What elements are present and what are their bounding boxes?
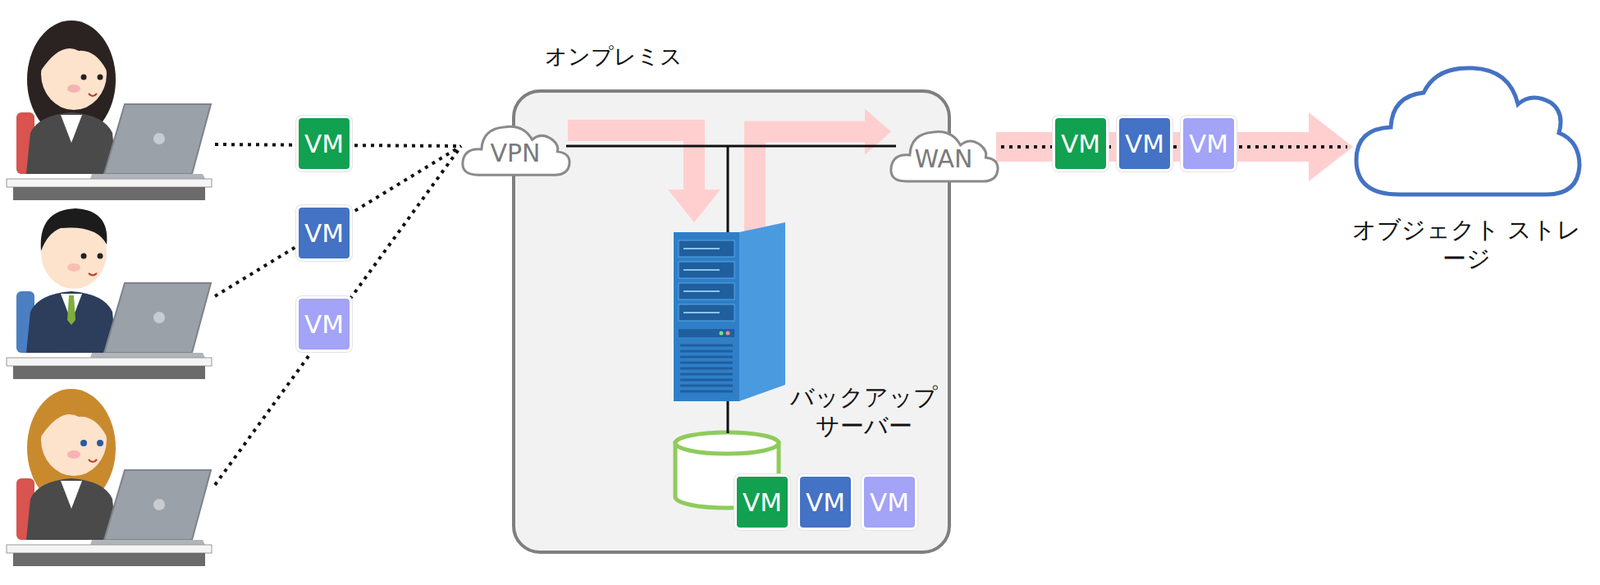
drive-bay xyxy=(678,261,735,279)
person-woman xyxy=(6,20,212,201)
vm-badge: VM xyxy=(1116,115,1173,172)
vm-label: VM xyxy=(1188,131,1229,157)
vent xyxy=(680,350,733,353)
onprem-box: オンプレミスVPNWANバックアップ サーバーVMVMVM xyxy=(512,89,951,554)
led xyxy=(726,331,731,336)
vm-label: VM xyxy=(869,489,910,516)
onprem-ground xyxy=(513,91,950,553)
arrow-band xyxy=(567,130,695,190)
vent xyxy=(680,384,733,388)
vent xyxy=(680,367,733,371)
vm-label: VM xyxy=(1060,131,1101,157)
arrow-head xyxy=(864,109,892,156)
vent xyxy=(680,373,733,376)
vm-badge: VM xyxy=(734,474,791,531)
server-icon xyxy=(673,222,786,402)
vm-badge: VM xyxy=(797,474,854,531)
vm-label: VM xyxy=(1124,131,1165,157)
vent xyxy=(680,356,733,359)
server-front xyxy=(673,232,740,402)
arrow-head xyxy=(667,189,721,223)
vm-badge: VM xyxy=(296,205,352,261)
drive-slot xyxy=(683,269,720,271)
server-label: バックアップ サーバー xyxy=(781,383,947,441)
cloud-label: VPN xyxy=(489,129,540,166)
vm-badge: VM xyxy=(1180,115,1237,172)
vm-badge: VM xyxy=(296,115,352,172)
cloud-outline xyxy=(1356,68,1580,195)
panel xyxy=(678,329,735,338)
lan-bus xyxy=(566,145,896,148)
storage-link xyxy=(726,398,730,434)
led xyxy=(719,331,724,336)
vm-badge: VM xyxy=(296,296,352,352)
vm-label: VM xyxy=(805,489,846,516)
network-cloud: WAN xyxy=(884,120,1003,187)
data-flow-arrow xyxy=(996,112,1354,182)
drive-bay xyxy=(678,283,735,300)
data-flow-arrow xyxy=(567,130,721,223)
vm-badge: VM xyxy=(861,474,918,531)
vent xyxy=(680,344,733,348)
drive-slot xyxy=(683,311,720,314)
cloud-outline xyxy=(462,126,570,175)
server-link xyxy=(726,146,730,235)
storage-cloud xyxy=(1349,63,1584,200)
onprem-label: オンプレミス xyxy=(544,41,683,72)
person-woman xyxy=(6,388,212,567)
drive-slot xyxy=(683,247,720,250)
vm-label: VM xyxy=(304,131,344,157)
person-man xyxy=(6,208,212,380)
network-cloud: VPN xyxy=(456,115,575,180)
cloud-label: WAN xyxy=(914,135,974,172)
server-side xyxy=(739,222,786,402)
data-flow-arrow xyxy=(754,109,892,233)
drive-bay xyxy=(678,304,735,321)
vm-label: VM xyxy=(742,489,782,516)
vm-label: VM xyxy=(304,311,344,338)
vent xyxy=(680,361,733,365)
object-storage: オブジェクト ストレージ xyxy=(1349,63,1584,281)
vent xyxy=(680,390,733,394)
vm-badge: VM xyxy=(1052,115,1109,172)
backup-server: バックアップ サーバー xyxy=(673,222,937,443)
storage-label: オブジェクト ストレージ xyxy=(1349,215,1584,274)
cloud-outline xyxy=(891,132,998,182)
drive-bay xyxy=(678,240,735,257)
onprem-border xyxy=(513,91,950,553)
vm-label: VM xyxy=(304,220,344,247)
vent xyxy=(680,379,733,382)
drive-slot xyxy=(683,290,720,293)
vpn-links xyxy=(214,144,462,485)
